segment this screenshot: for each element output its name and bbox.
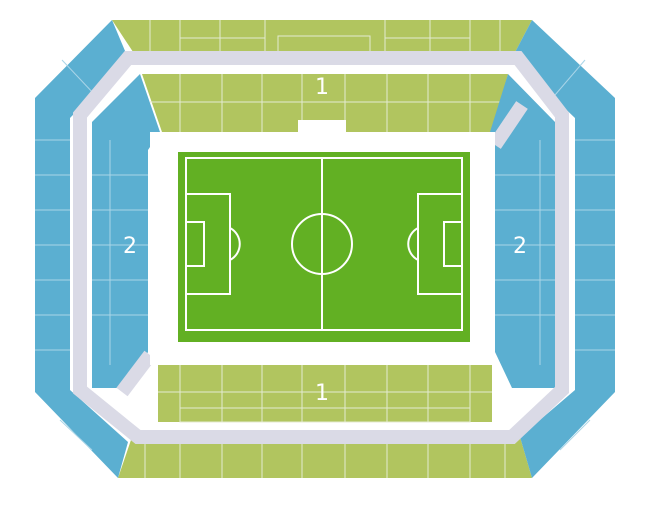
zone-label-south: 1: [315, 381, 329, 406]
stand-east-seat-lines: [495, 59, 615, 451]
stand-west[interactable]: [35, 20, 160, 478]
walkway-southwest: [116, 350, 156, 397]
stand-east[interactable]: [490, 20, 615, 478]
pitch-surface: [178, 152, 470, 342]
stand-north[interactable]: [112, 20, 532, 132]
stand-west-seat-lines: [35, 59, 148, 451]
stand-east-inner[interactable]: [490, 74, 555, 388]
zone-label-north: 1: [315, 75, 329, 100]
pitch-markings: [185, 157, 463, 331]
stand-north-lower[interactable]: [142, 74, 508, 132]
tunnel-notch: [298, 120, 346, 134]
stand-east-outer[interactable]: [512, 20, 615, 478]
football-pitch: [178, 152, 470, 342]
zone-label-west: 2: [123, 234, 137, 259]
walkway-northeast: [489, 101, 528, 149]
stand-south-seat-lines: [144, 365, 506, 478]
stand-west-inner[interactable]: [92, 74, 160, 388]
stand-north-upper[interactable]: [112, 20, 532, 58]
stand-south[interactable]: [118, 365, 532, 478]
stand-west-outer[interactable]: [35, 20, 128, 478]
zone-label-east: 2: [513, 234, 527, 259]
concourse-ring: [73, 51, 569, 444]
